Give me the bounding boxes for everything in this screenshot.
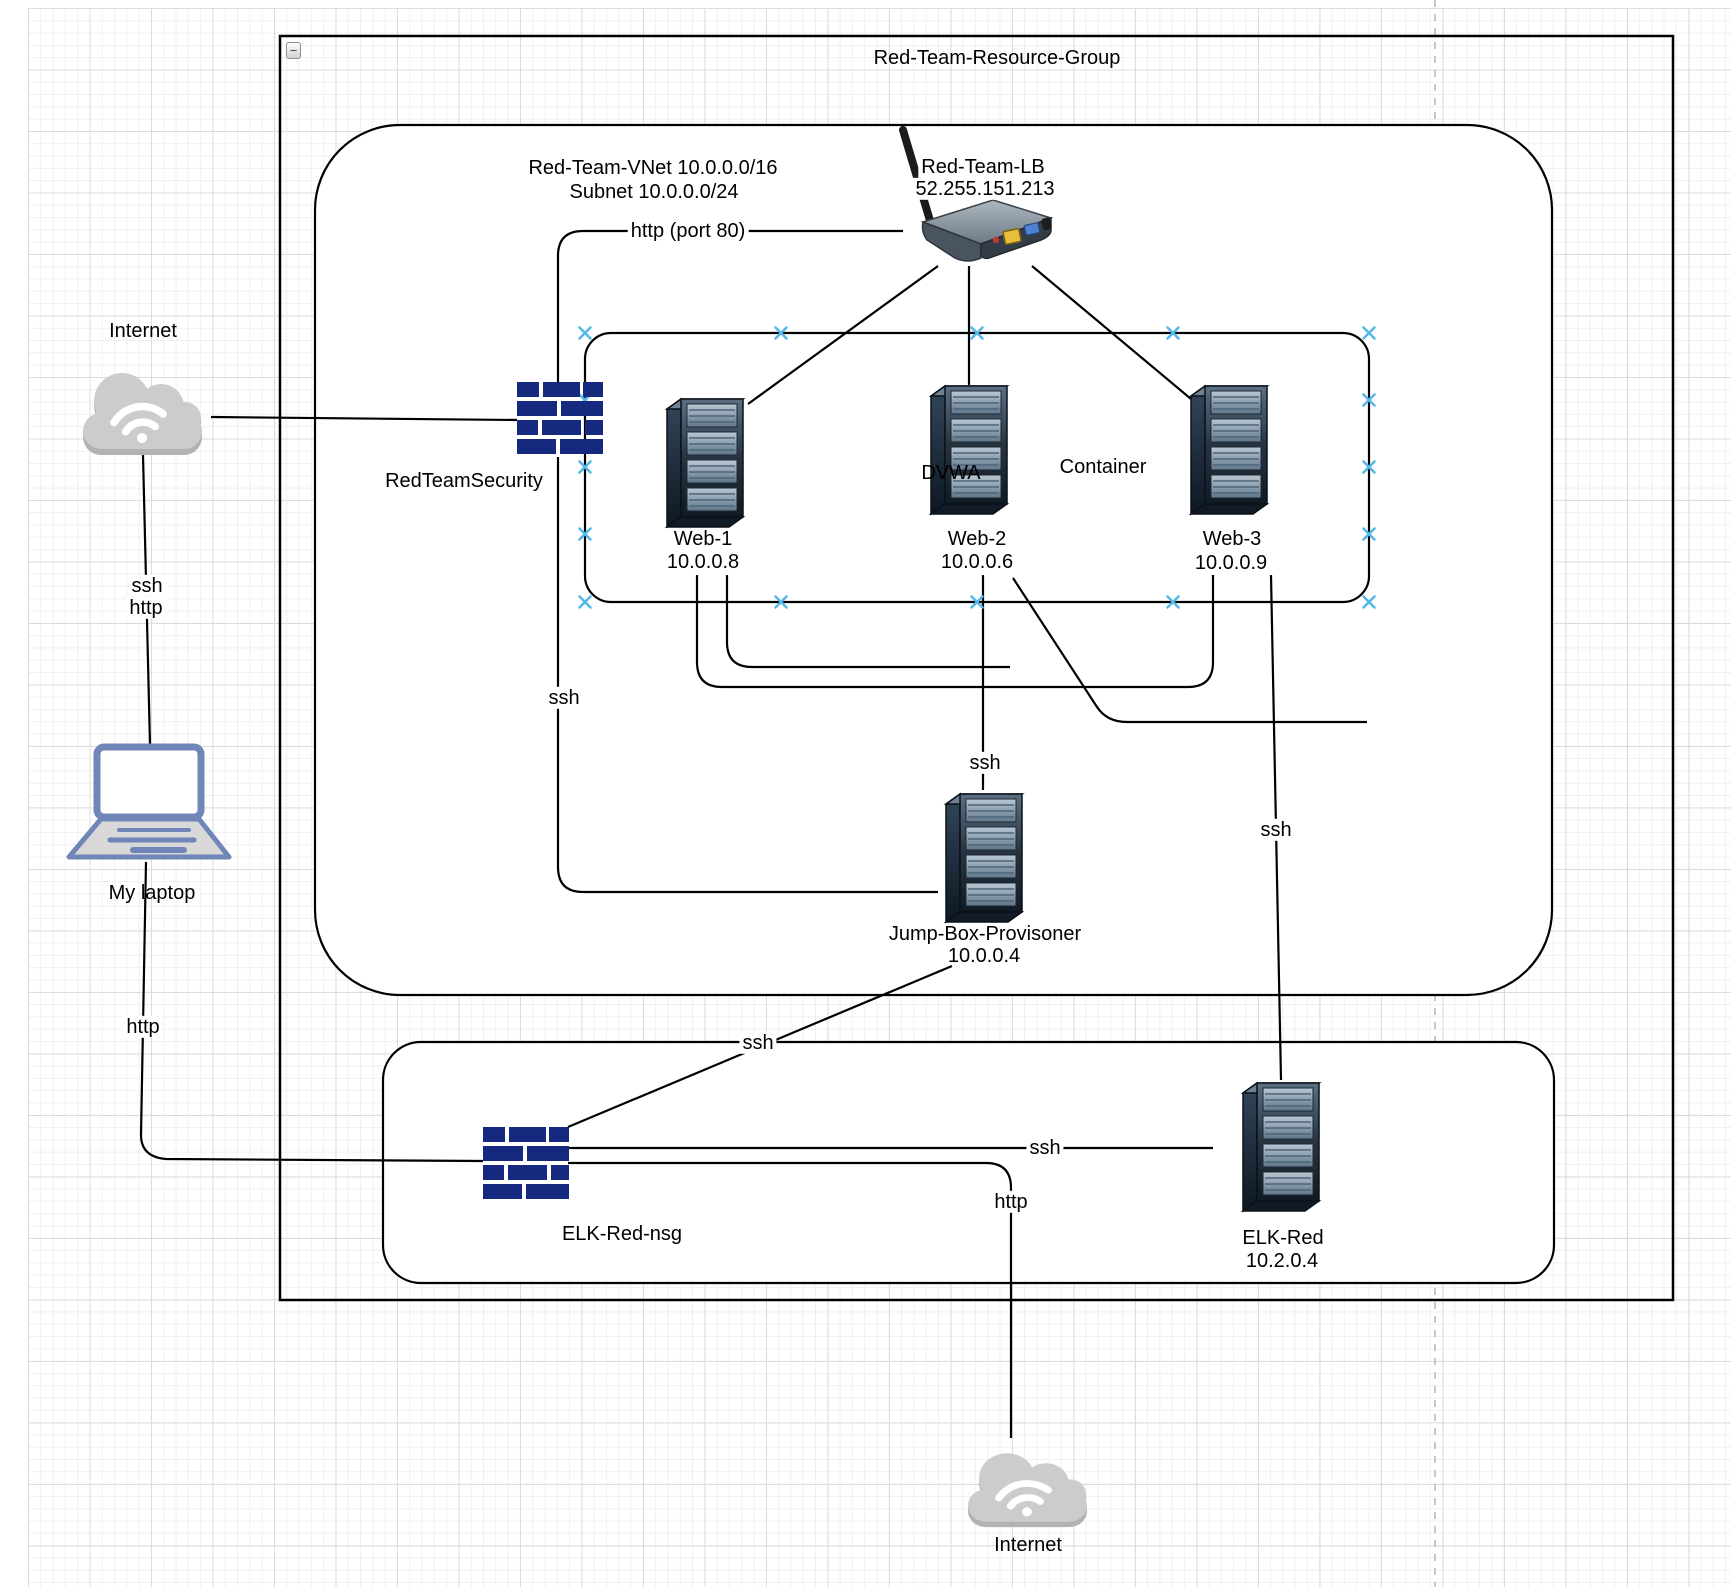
lb-name-label: Red-Team-LB	[918, 155, 1048, 179]
edge-web2-container[interactable]	[1012, 577, 1367, 724]
elk-name-label: ELK-Red	[1242, 1226, 1324, 1249]
web2-jumpbox-ssh-label: ssh	[966, 751, 1004, 775]
http-port80-label: http (port 80)	[627, 219, 749, 243]
internet-bottom-label: Internet	[994, 1533, 1062, 1556]
vnet-label-line2: Subnet 10.0.0.0/24	[569, 180, 739, 203]
edge-elknsg-internet-http[interactable]	[568, 1161, 1013, 1438]
resource-group-title: Red-Team-Resource-Group	[873, 46, 1121, 69]
internet-top-label: Internet	[109, 319, 177, 342]
web1-name-label: Web-1	[673, 527, 733, 550]
lb-ip-label: 52.255.151.213	[912, 177, 1058, 201]
web3-name-label: Web-3	[1202, 527, 1262, 550]
edge-lb-web1[interactable]	[747, 265, 939, 405]
laptop-nsg-http-label: http	[123, 1015, 163, 1039]
jumpbox-ip-label: 10.0.0.4	[947, 944, 1021, 967]
web3-server-icon[interactable]	[1190, 385, 1268, 515]
laptop-label: My laptop	[108, 881, 196, 904]
dvwa-label: DVWA	[921, 461, 981, 484]
elk-ip-label: 10.2.0.4	[1245, 1249, 1319, 1272]
collapse-button[interactable]: −	[286, 42, 301, 59]
edge-lb-http80[interactable]	[556, 229, 903, 382]
elk-server-icon[interactable]	[1242, 1082, 1320, 1212]
container-label: Container	[1059, 455, 1147, 478]
web1-ip-label: 10.0.0.8	[666, 550, 740, 573]
edge-web1-web2[interactable]	[725, 575, 1010, 669]
web3-ip-label: 10.0.0.9	[1194, 551, 1268, 574]
edge-internet-firewall[interactable]	[210, 415, 518, 422]
firewall-jumpbox-ssh-label: ssh	[545, 686, 583, 710]
internet-laptop-http-label: http	[126, 596, 166, 620]
nsg-elk-ssh-label: ssh	[1026, 1136, 1064, 1160]
nsg-internet-http-label: http	[991, 1190, 1031, 1214]
jumpbox-nsg-ssh-label: ssh	[739, 1031, 777, 1055]
internet-laptop-ssh-label: ssh	[128, 574, 166, 598]
edge-laptop-elknsg-http[interactable]	[139, 861, 484, 1163]
elk-red-nsg-label: ELK-Red-nsg	[561, 1222, 683, 1245]
edge-firewall-jumpbox-ssh[interactable]	[556, 457, 938, 894]
internet-top-cloud-icon[interactable]	[83, 373, 202, 455]
edge-web1-web3[interactable]	[695, 575, 1215, 689]
redteamsecurity-label: RedTeamSecurity	[385, 469, 543, 492]
vnet-label-line1: Red-Team-VNet 10.0.0.0/16	[528, 156, 778, 179]
web2-ip-label: 10.0.0.6	[940, 550, 1014, 573]
web3-elk-ssh-label: ssh	[1257, 818, 1295, 842]
jumpbox-server-icon[interactable]	[945, 793, 1023, 923]
web1-server-icon[interactable]	[666, 398, 744, 528]
edge-lb-web3[interactable]	[1031, 265, 1198, 405]
internet-bottom-cloud-icon[interactable]	[968, 1453, 1087, 1527]
jumpbox-name-label: Jump-Box-Provisoner	[888, 922, 1082, 945]
resource-group-box[interactable]	[278, 34, 1675, 1302]
laptop-icon[interactable]	[69, 747, 229, 857]
web2-server-icon[interactable]	[930, 385, 1008, 515]
web2-name-label: Web-2	[947, 527, 1007, 550]
